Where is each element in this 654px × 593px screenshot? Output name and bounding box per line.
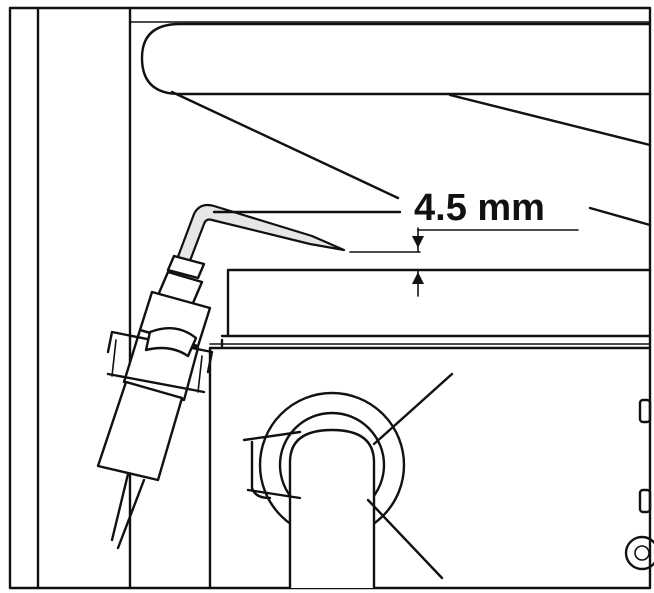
gap-measurement-label: 4.5 mm: [414, 187, 545, 229]
diagonal-lines: [170, 90, 652, 227]
gap-dimension: [349, 227, 579, 297]
burner-body: [208, 343, 652, 590]
wire-clip: [366, 372, 454, 580]
igniter-body: [96, 254, 214, 550]
left-frame-rails: [36, 6, 651, 590]
upper-tube: [140, 22, 652, 96]
hex-nut: [624, 398, 654, 571]
gas-port: [242, 391, 406, 588]
igniter-electrode: [174, 203, 402, 268]
burner-plate: [220, 268, 652, 348]
